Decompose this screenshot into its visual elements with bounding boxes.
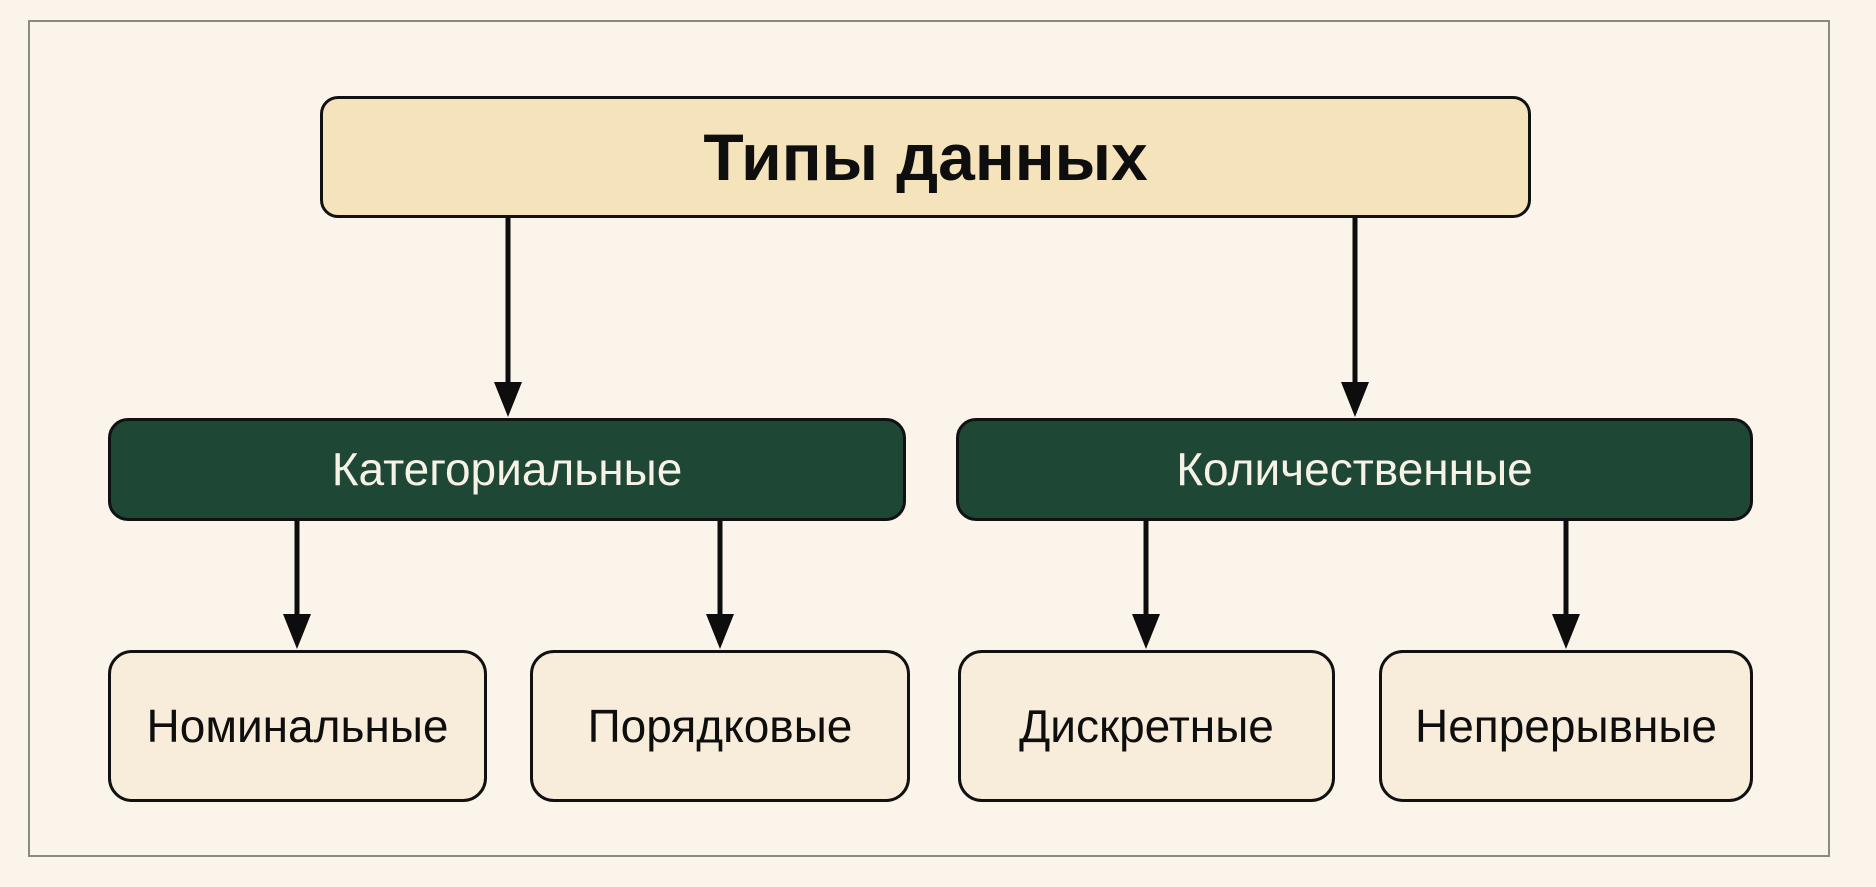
- node-ordinal: Порядковые: [530, 650, 910, 802]
- node-continuous-label: Непрерывные: [1414, 699, 1717, 752]
- node-nominal-label: Номинальные: [146, 699, 449, 752]
- node-continuous: Непрерывные: [1379, 650, 1753, 802]
- node-data-types-label: Типы данных: [703, 119, 1148, 194]
- node-quantitative-label: Количественные: [1176, 443, 1533, 496]
- node-data-types: Типы данных: [320, 96, 1531, 218]
- node-discrete-label: Дискретные: [1019, 699, 1274, 752]
- node-quantitative: Количественные: [956, 418, 1753, 521]
- node-categorical: Категориальные: [108, 418, 906, 521]
- node-discrete: Дискретные: [958, 650, 1335, 802]
- node-categorical-label: Категориальные: [331, 443, 683, 496]
- diagram-frame: [28, 20, 1830, 857]
- node-ordinal-label: Порядковые: [587, 699, 853, 752]
- node-nominal: Номинальные: [108, 650, 487, 802]
